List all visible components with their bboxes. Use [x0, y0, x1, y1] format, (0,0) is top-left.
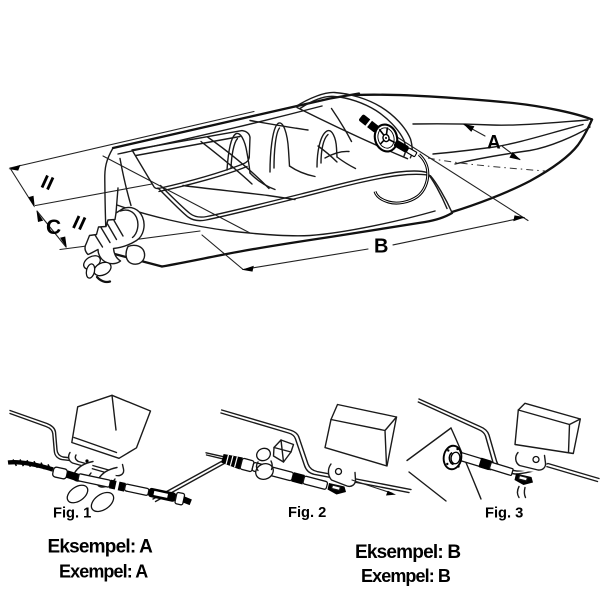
- svg-text:Fig. 2: Fig. 2: [288, 505, 326, 521]
- svg-text:Fig. 3: Fig. 3: [485, 506, 523, 522]
- svg-text:Eksempel: A: Eksempel: A: [48, 537, 154, 558]
- svg-text:Exempel: B: Exempel: B: [361, 566, 451, 586]
- svg-text:A: A: [487, 133, 501, 154]
- svg-text:B: B: [374, 236, 388, 258]
- svg-text:C: C: [46, 216, 61, 239]
- svg-text:Exempel: A: Exempel: A: [59, 562, 148, 582]
- svg-text:Eksempel: B: Eksempel: B: [355, 542, 460, 563]
- svg-text:Fig. 1: Fig. 1: [53, 506, 91, 522]
